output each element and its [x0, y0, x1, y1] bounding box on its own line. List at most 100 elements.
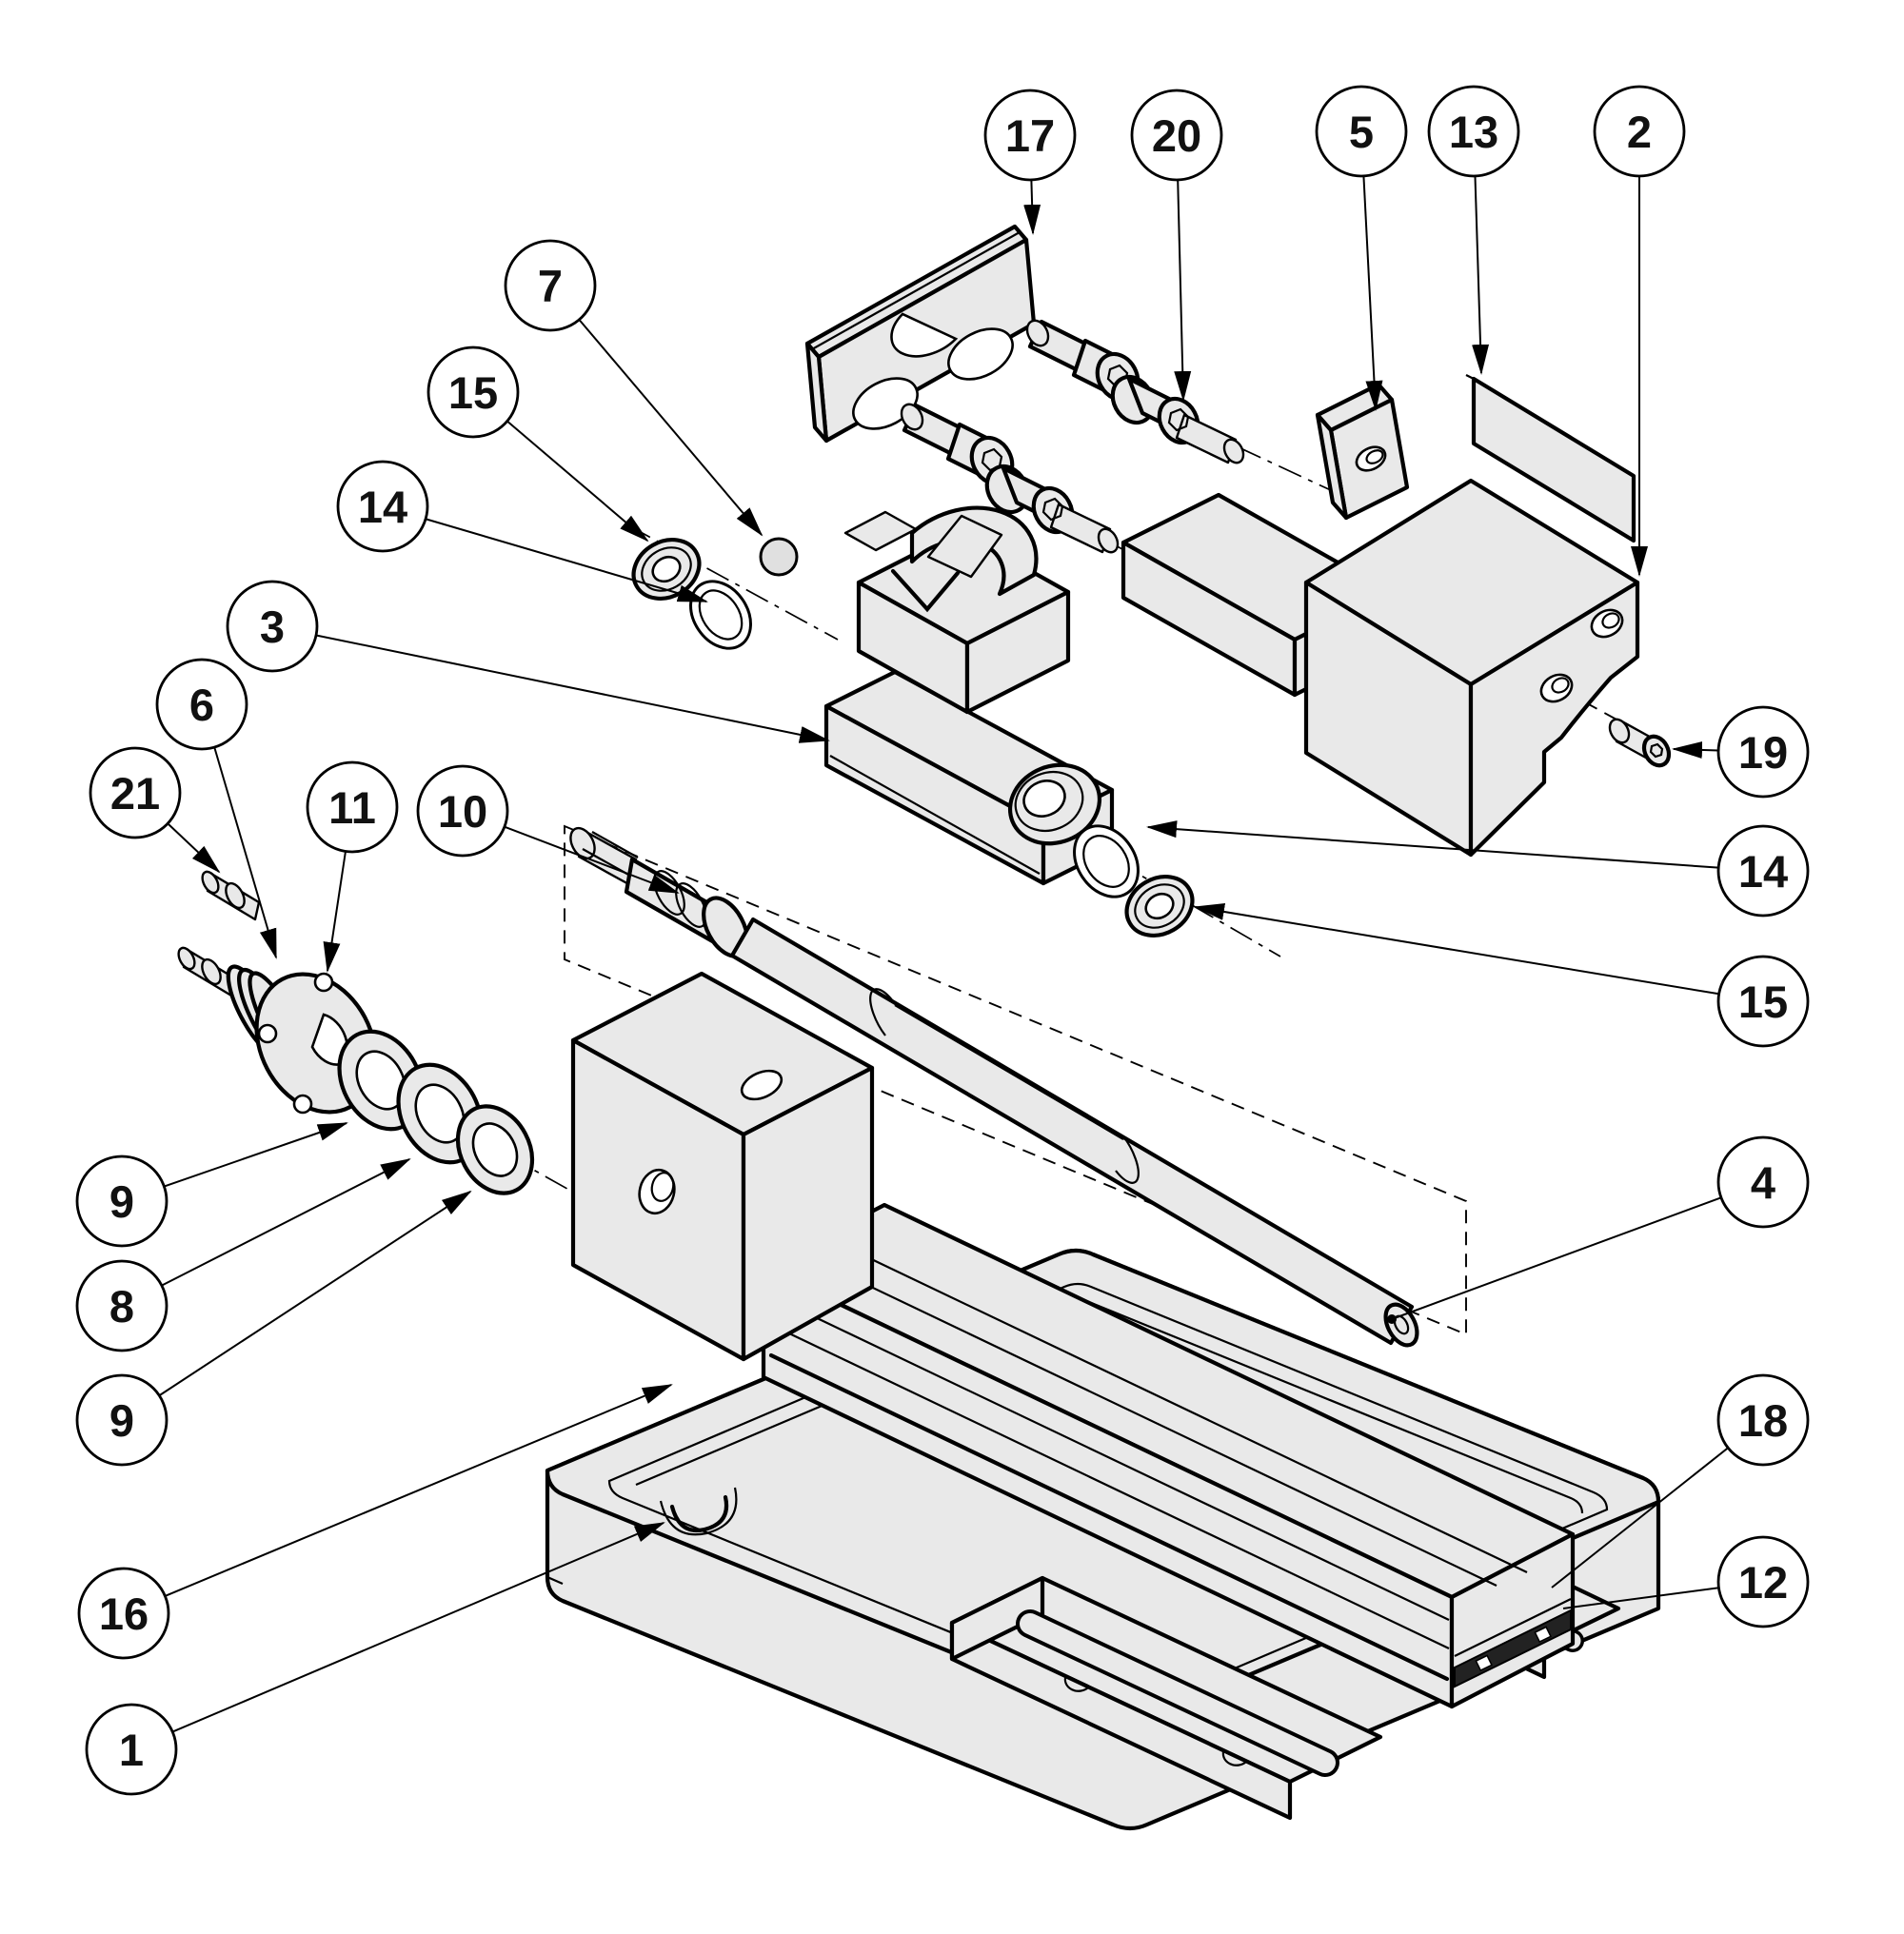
balloon-circle-14: [336, 460, 429, 553]
set-screw-21b-end: [177, 946, 196, 971]
balloon-label-12: 12: [1738, 1557, 1788, 1608]
balloon-label-6: 6: [189, 680, 214, 730]
slide-block-top-hole: [740, 1069, 783, 1101]
bearing-15-right-bore: [1144, 892, 1175, 920]
slide-block-front-hole: [638, 1168, 676, 1215]
jaw-bore: [1022, 780, 1066, 818]
balloon-circle-20: [1130, 89, 1223, 182]
spline-end-face: [569, 826, 596, 860]
balloon-11: 11: [306, 760, 399, 973]
leader-line-19: [1672, 740, 1719, 759]
fixed-jaw-hole-1: [1590, 608, 1624, 639]
jaw-cam-wedge: [926, 514, 1003, 579]
jaw-top-step: [843, 510, 918, 552]
boss-lobe-1: [1063, 1674, 1090, 1692]
fixed-jaw-hole-2: [1539, 673, 1574, 703]
slide-body: [570, 971, 1576, 1709]
set-screw-19-socket: [1649, 742, 1664, 759]
balloon-13: 13: [1427, 85, 1520, 375]
balloon-circle-18: [1716, 1373, 1810, 1467]
balloon-label-5: 5: [1349, 107, 1374, 157]
balloon-circle-17: [983, 89, 1077, 182]
leader-line-6: [213, 746, 277, 959]
cap-screw-a-tip: [900, 403, 924, 431]
balloon-circle-13: [1427, 85, 1520, 178]
fixed-jaw-side-face: [1468, 580, 1640, 858]
jaw-bore-rim: [1014, 770, 1084, 833]
left-bearing-centerline: [627, 524, 839, 641]
leader-line-9: [164, 1122, 348, 1188]
balloon-circle-9: [75, 1373, 169, 1467]
balloon-4: 4: [1387, 1135, 1810, 1324]
leader-line-14: [425, 518, 708, 602]
balloon-9: 9: [75, 1190, 472, 1467]
balloon-circle-11: [306, 760, 399, 854]
balloon-label-3: 3: [260, 602, 285, 652]
balloon-circle-21: [89, 746, 182, 839]
base-u-slot-outer: [659, 1487, 738, 1536]
plate-17-end-face: [804, 341, 829, 444]
leader-line-8: [161, 1158, 411, 1287]
balloon-circle-6: [155, 658, 248, 751]
leader-line-15: [1194, 903, 1719, 996]
pulley-bolt-hole-3: [292, 1094, 313, 1115]
balloon-label-14: 14: [1738, 846, 1788, 897]
leader-line-5: [1362, 175, 1383, 411]
balloon-17: 17: [983, 89, 1077, 235]
gib-screw-1: [1475, 1654, 1493, 1672]
leader-line-13: [1472, 175, 1490, 375]
balloon-circle-10: [416, 764, 509, 858]
balloon-7: 7: [504, 239, 764, 537]
balloon-label-10: 10: [438, 786, 487, 837]
leader-line-1: [171, 1522, 665, 1733]
spline-line-1: [591, 831, 639, 858]
balloon-circle-9: [75, 1154, 169, 1248]
balloon-1: 1: [85, 1522, 665, 1796]
balloon-label-1: 1: [119, 1725, 144, 1775]
screw-shaft: [729, 917, 1415, 1346]
balloon-12: 12: [1562, 1535, 1810, 1628]
set-screw-19-head: [1641, 734, 1672, 768]
balloon-8: 8: [75, 1158, 411, 1352]
end-plate-edge: [1454, 1598, 1572, 1657]
fixed-jaw-hole-1-bore: [1601, 612, 1620, 629]
balloon-circle-14: [1716, 824, 1810, 918]
leader-line-9: [158, 1190, 472, 1397]
pulley-bolt-hole-4: [257, 1023, 278, 1044]
jaw-v-notch: [890, 568, 961, 613]
balloon-3: 3: [226, 580, 830, 743]
balloon-label-18: 18: [1738, 1395, 1788, 1446]
balloon-10: 10: [416, 764, 680, 894]
jaw-body-side-face: [964, 589, 1071, 715]
balloon-label-19: 19: [1738, 727, 1788, 778]
ways-top-strip-2: [841, 1244, 1528, 1573]
ways-rail-line-1: [766, 1293, 1450, 1621]
plate-17-half-slot: [890, 312, 959, 358]
jaw-plate-17-group: [804, 224, 1140, 486]
jaw-foot-gib-line: [829, 755, 1041, 875]
lead-screw: [569, 826, 1419, 1348]
balloon-circle-7: [504, 239, 597, 332]
balloon-circle-16: [77, 1567, 170, 1660]
leader-line-10: [504, 825, 680, 894]
balloon-20: 20: [1130, 89, 1223, 402]
balloon-label-4: 4: [1751, 1157, 1775, 1208]
bracket-tab-hole-bore: [1365, 449, 1384, 464]
balloon-18: 18: [1551, 1373, 1810, 1589]
balloon-label-9: 9: [109, 1176, 134, 1227]
leader-line-17: [1023, 179, 1041, 235]
balloon-2: 2: [1593, 85, 1686, 577]
base-u-slot: [669, 1494, 729, 1533]
balloon-label-14: 14: [358, 482, 407, 532]
thrust-washers: [337, 1029, 535, 1195]
fixed-jaw-hole-2-bore: [1551, 677, 1570, 694]
base-inner-rim: [607, 1282, 1609, 1708]
balloon-14: 14: [1146, 820, 1810, 918]
shaft-end-face: [1383, 1302, 1419, 1348]
ways-rail-line-2: [766, 1322, 1450, 1649]
boss-slot-floor: [1020, 1613, 1336, 1773]
balloon-21: 21: [89, 746, 221, 874]
cap-screw-c-socket: [1041, 497, 1064, 522]
